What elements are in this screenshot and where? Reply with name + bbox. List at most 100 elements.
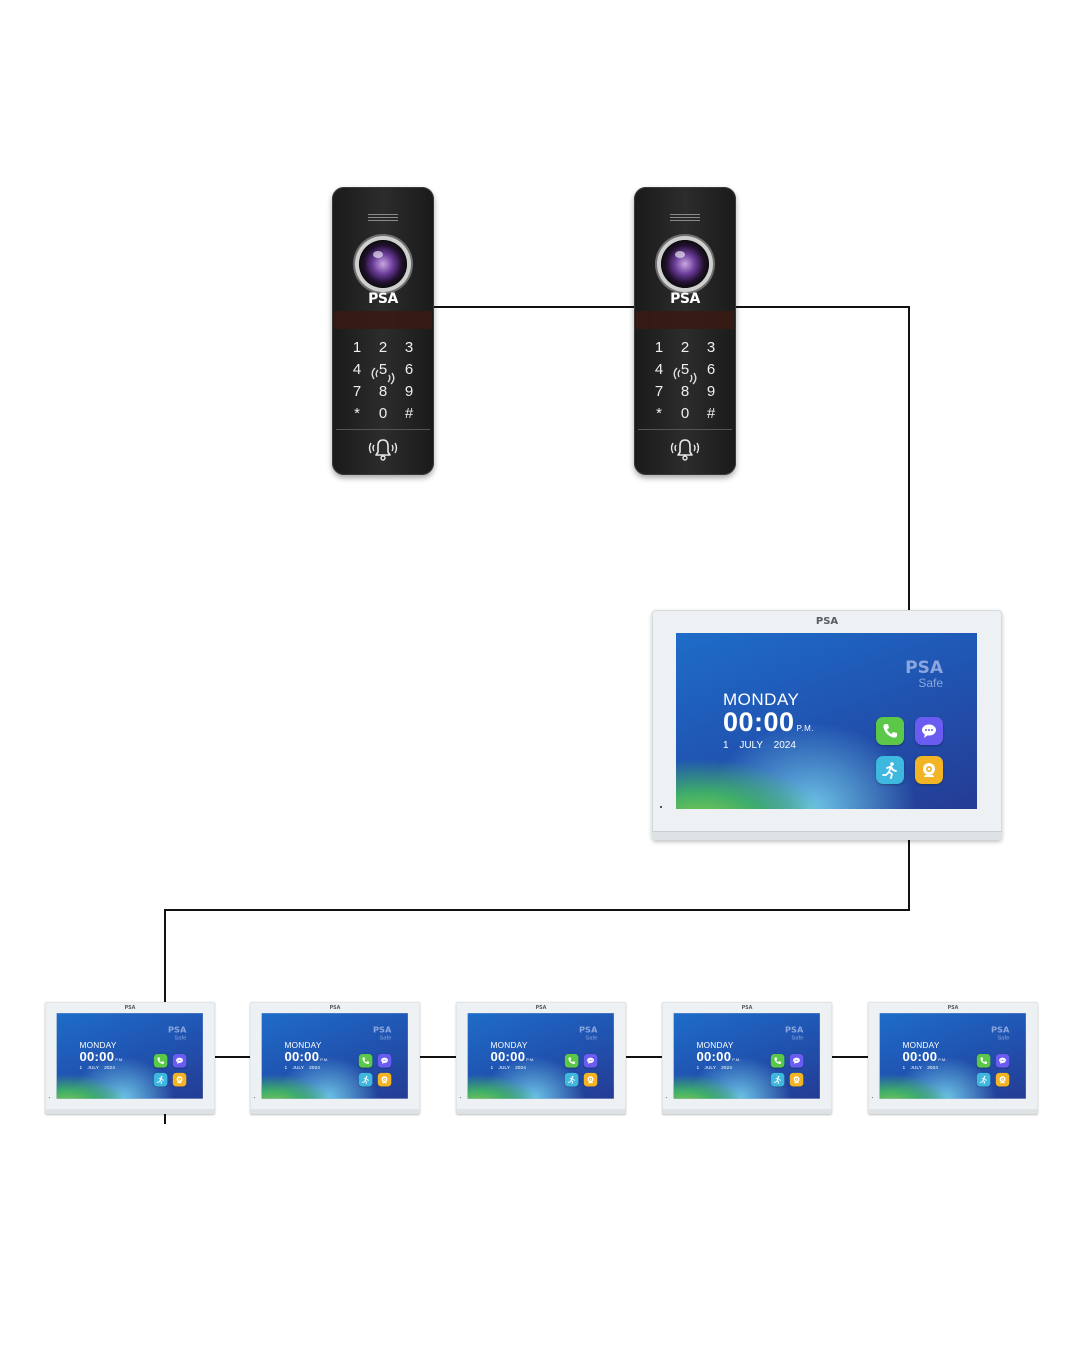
speaker-grille-icon: [368, 214, 398, 222]
keypad-key[interactable]: 6: [404, 361, 414, 378]
keypad-key[interactable]: #: [404, 405, 414, 422]
clock-time: 00:00: [79, 1049, 115, 1064]
running-person-app-button[interactable]: [770, 1072, 785, 1087]
camera-app-button[interactable]: [995, 1072, 1010, 1087]
keypad-key[interactable]: 8: [680, 383, 690, 400]
nfc-reader-icon: [368, 363, 398, 389]
keypad-key[interactable]: 2: [680, 339, 690, 356]
weekday-label: MONDAY: [902, 1040, 940, 1051]
weekday-label: MONDAY: [284, 1040, 322, 1051]
screen-brand-sub: Safe: [918, 676, 943, 690]
chat-app-button[interactable]: [583, 1053, 598, 1068]
camera-app-button[interactable]: [172, 1072, 187, 1087]
keypad-key[interactable]: 3: [706, 339, 716, 356]
phone-app-button[interactable]: [770, 1053, 785, 1068]
camera-app-button[interactable]: [915, 756, 943, 784]
app-grid: [153, 1053, 187, 1087]
phone-app-button[interactable]: [876, 717, 904, 745]
clock-time: 00:00: [902, 1049, 938, 1064]
clock-period: P.M.: [796, 724, 814, 733]
chat-icon: [175, 1056, 184, 1065]
keypad-key[interactable]: 9: [404, 383, 414, 400]
camera-app-button[interactable]: [789, 1072, 804, 1087]
keypad-key[interactable]: *: [354, 405, 360, 422]
chat-icon: [380, 1056, 389, 1065]
chat-app-button[interactable]: [995, 1053, 1010, 1068]
phone-icon: [773, 1056, 782, 1065]
keypad-key[interactable]: 8: [378, 383, 388, 400]
clock-period: P.M.: [526, 1057, 535, 1062]
phone-app-button[interactable]: [358, 1053, 373, 1068]
bell-icon[interactable]: [666, 435, 704, 463]
keypad-key[interactable]: 1: [654, 339, 664, 356]
running-person-icon: [361, 1075, 370, 1085]
running-person-app-button[interactable]: [564, 1072, 579, 1087]
chat-icon: [586, 1056, 595, 1065]
chat-icon: [792, 1056, 801, 1065]
camera-icon: [998, 1075, 1007, 1084]
keypad-key[interactable]: 0: [378, 405, 388, 422]
ir-led-strip: [636, 311, 734, 329]
chat-app-button[interactable]: [915, 717, 943, 745]
keypad-key[interactable]: #: [706, 405, 716, 422]
keypad-key[interactable]: 4: [654, 361, 664, 378]
status-led: [660, 806, 662, 808]
keypad-key[interactable]: 2: [378, 339, 388, 356]
keypad-key[interactable]: 5: [680, 361, 690, 378]
camera-app-button[interactable]: [583, 1072, 598, 1087]
wire-main-monitor-slave1: [164, 838, 910, 1002]
chat-app-button[interactable]: [789, 1053, 804, 1068]
running-person-app-button[interactable]: [876, 756, 904, 784]
chat-app-button[interactable]: [377, 1053, 392, 1068]
phone-app-button[interactable]: [564, 1053, 579, 1068]
keypad-key[interactable]: 3: [404, 339, 414, 356]
phone-icon: [979, 1056, 988, 1065]
screen-brand-sub: Safe: [997, 1034, 1010, 1041]
keypad-key[interactable]: 1: [352, 339, 362, 356]
bell-icon[interactable]: [364, 435, 402, 463]
keypad-key[interactable]: 0: [680, 405, 690, 422]
keypad-key[interactable]: 4: [352, 361, 362, 378]
keypad-key[interactable]: 9: [706, 383, 716, 400]
keypad-key[interactable]: 7: [654, 383, 664, 400]
chat-app-button[interactable]: [172, 1053, 187, 1068]
keypad-key[interactable]: *: [656, 405, 662, 422]
keypad-key[interactable]: 7: [352, 383, 362, 400]
phone-app-button[interactable]: [153, 1053, 168, 1068]
screen-brand: PSA: [167, 1025, 187, 1036]
running-person-app-button[interactable]: [976, 1072, 991, 1087]
phone-icon: [567, 1056, 576, 1065]
date-label: 1 JULY 2024: [723, 740, 796, 751]
chat-icon: [998, 1056, 1007, 1065]
running-person-app-button[interactable]: [153, 1072, 168, 1087]
screen-brand-sub: Safe: [379, 1034, 392, 1041]
running-person-app-button[interactable]: [358, 1072, 373, 1087]
monitor-bezel-bottom: [662, 1109, 832, 1114]
camera-icon: [586, 1075, 595, 1084]
screen-brand-sub: Safe: [791, 1034, 804, 1041]
screen-brand-sub: Safe: [174, 1034, 187, 1041]
camera-lens-icon: [359, 240, 407, 288]
speaker-grille-icon: [670, 214, 700, 222]
keypad-key[interactable]: 5: [378, 361, 388, 378]
running-person-icon: [156, 1075, 165, 1085]
phone-icon: [361, 1056, 370, 1065]
phone-app-button[interactable]: [976, 1053, 991, 1068]
running-person-icon: [979, 1075, 988, 1085]
keypad-key[interactable]: 6: [706, 361, 716, 378]
camera-lens-icon: [661, 240, 709, 288]
camera-app-button[interactable]: [377, 1072, 392, 1087]
